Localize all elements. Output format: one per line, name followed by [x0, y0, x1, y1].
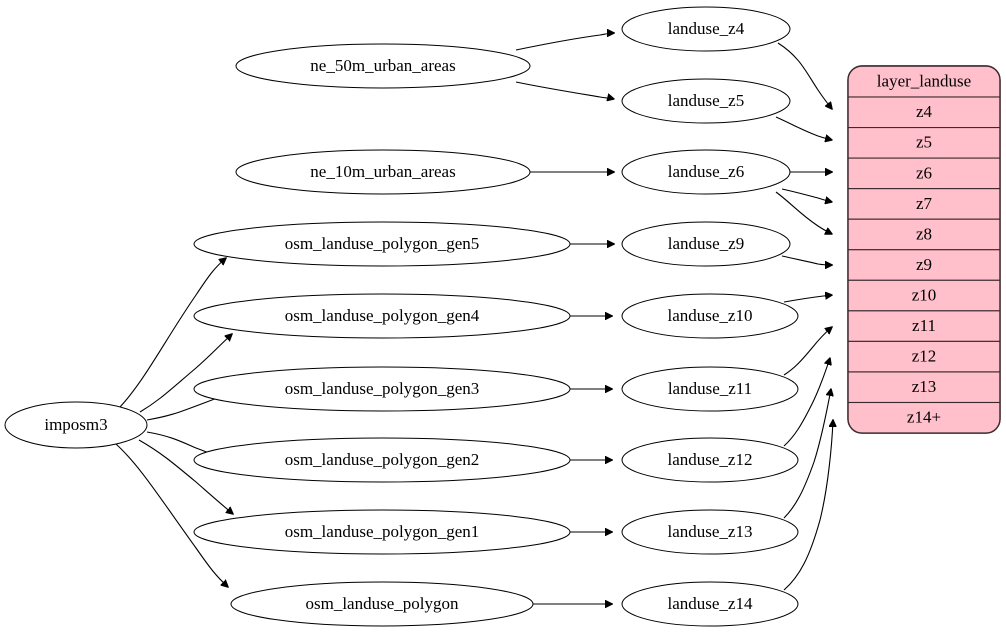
table-header-cell — [848, 66, 1000, 98]
source-node-osm_landuse_polygon_gen3[interactable]: osm_landuse_polygon_gen3 — [193, 366, 571, 412]
source-node-ne_50m_urban_areas[interactable]: ne_50m_urban_areas — [235, 43, 531, 89]
mid-node-landuse_z11[interactable]: landuse_z11 — [621, 366, 799, 412]
table-row-label-z6: z6 — [916, 163, 932, 182]
source-node-imposm3[interactable]: imposm3 — [4, 401, 148, 449]
node-shape-landuse_z12 — [621, 437, 799, 483]
edge-landuse_z9-to-table-z9 — [781, 255, 832, 265]
table-row-label-z7: z7 — [916, 194, 933, 213]
node-shape-landuse_z11 — [621, 366, 799, 412]
source-node-osm_landuse_polygon_gen2[interactable]: osm_landuse_polygon_gen2 — [193, 437, 571, 483]
node-label-osm_landuse_polygon_gen4: osm_landuse_polygon_gen4 — [285, 306, 480, 325]
edge-ne_50m_urban_areas-to-landuse_z4 — [515, 33, 614, 51]
node-label-landuse_z5: landuse_z5 — [668, 91, 744, 110]
node-shape-landuse_z9 — [621, 221, 791, 267]
source-node-ne_10m_urban_areas[interactable]: ne_10m_urban_areas — [235, 149, 531, 195]
edge-landuse_z13-to-table-z13 — [783, 389, 831, 519]
source-node-osm_landuse_polygon_gen1[interactable]: osm_landuse_polygon_gen1 — [193, 509, 571, 555]
node-label-landuse_z9: landuse_z9 — [668, 234, 744, 253]
node-label-imposm3: imposm3 — [44, 415, 107, 434]
table-row-label-z5: z5 — [916, 133, 932, 152]
table-row-label-z14plus: z14+ — [907, 408, 941, 427]
table-row-z6[interactable] — [848, 157, 1000, 190]
edge-landuse_z11-to-table-z11 — [783, 327, 832, 376]
node-shape-osm_landuse_polygon_gen3 — [193, 366, 571, 412]
table-layer-landuse: layer_landuse z4 z5 z6 z7 z8 z9 z10 z11 z12 z13 z14… — [847, 65, 1001, 434]
node-label-landuse_z6: landuse_z6 — [668, 162, 744, 181]
table-row-label-z8: z8 — [916, 224, 932, 243]
source-node-osm_landuse_polygon_gen5[interactable]: osm_landuse_polygon_gen5 — [193, 221, 571, 267]
edge-landuse_z12-to-table-z12 — [783, 358, 830, 447]
edge-imposm3-to-osm_landuse_polygon_gen1 — [138, 439, 233, 514]
node-shape-osm_landuse_polygon_gen5 — [193, 221, 571, 267]
table-row-label-z9: z9 — [916, 255, 932, 274]
node-label-osm_landuse_polygon_gen3: osm_landuse_polygon_gen3 — [285, 379, 480, 398]
node-label-osm_landuse_polygon_gen5: osm_landuse_polygon_gen5 — [285, 234, 480, 253]
node-label-landuse_z10: landuse_z10 — [668, 306, 753, 325]
table-row-label-z4: z4 — [916, 102, 933, 121]
node-label-osm_landuse_polygon_gen2: osm_landuse_polygon_gen2 — [285, 450, 480, 469]
node-label-landuse_z13: landuse_z13 — [668, 522, 753, 541]
node-shape-ne_10m_urban_areas — [235, 149, 531, 195]
table-row-label-z10: z10 — [912, 285, 937, 304]
nodes-layer: imposm3 ne_50m_urban_areas ne_10m_urban_ar… — [4, 6, 799, 627]
node-shape-ne_50m_urban_areas — [235, 43, 531, 89]
node-shape-imposm3 — [4, 401, 148, 449]
source-node-osm_landuse_polygon[interactable]: osm_landuse_polygon — [230, 581, 534, 627]
edge-landuse_z10-to-table-z10 — [783, 295, 832, 303]
edge-landuse_z6-to-table-z7 — [781, 188, 832, 202]
mid-node-landuse_z12[interactable]: landuse_z12 — [621, 437, 799, 483]
edge-ne_50m_urban_areas-to-landuse_z5 — [515, 81, 614, 99]
edge-imposm3-to-osm_landuse_polygon — [115, 443, 228, 587]
mid-node-landuse_z4[interactable]: landuse_z4 — [621, 6, 791, 52]
edge-imposm3-to-osm_landuse_polygon_gen4 — [139, 334, 232, 413]
table-row-z13[interactable] — [848, 371, 1000, 404]
node-shape-osm_landuse_polygon_gen2 — [193, 437, 571, 483]
edge-imposm3-to-osm_landuse_polygon_gen5 — [119, 258, 226, 408]
table-row-label-z11: z11 — [912, 316, 936, 335]
mid-node-landuse_z10[interactable]: landuse_z10 — [621, 293, 799, 339]
node-shape-osm_landuse_polygon — [230, 581, 534, 627]
node-label-landuse_z11: landuse_z11 — [668, 379, 752, 398]
node-label-osm_landuse_polygon: osm_landuse_polygon — [306, 594, 459, 613]
node-shape-landuse_z6 — [621, 149, 791, 195]
node-shape-landuse_z13 — [621, 509, 799, 555]
edges-layer — [115, 33, 833, 604]
node-shape-landuse_z14 — [621, 581, 799, 627]
node-shape-landuse_z5 — [621, 78, 791, 124]
table-row-label-z13: z13 — [912, 377, 937, 396]
source-node-osm_landuse_polygon_gen4[interactable]: osm_landuse_polygon_gen4 — [193, 293, 571, 339]
mid-node-landuse_z9[interactable]: landuse_z9 — [621, 221, 791, 267]
node-label-ne_50m_urban_areas: ne_50m_urban_areas — [310, 56, 455, 75]
mid-node-landuse_z13[interactable]: landuse_z13 — [621, 509, 799, 555]
edge-landuse_z4-to-table-z4 — [777, 42, 832, 109]
table-row-label-z12: z12 — [912, 347, 937, 366]
mid-node-landuse_z5[interactable]: landuse_z5 — [621, 78, 791, 124]
edge-landuse_z14-to-table-z14+ — [783, 420, 833, 591]
node-label-landuse_z12: landuse_z12 — [668, 450, 753, 469]
node-shape-osm_landuse_polygon_gen1 — [193, 509, 571, 555]
table-row-z14plus[interactable] — [848, 401, 1000, 434]
node-shape-osm_landuse_polygon_gen4 — [193, 293, 571, 339]
mid-node-landuse_z14[interactable]: landuse_z14 — [621, 581, 799, 627]
mid-node-landuse_z6[interactable]: landuse_z6 — [621, 149, 791, 195]
node-label-ne_10m_urban_areas: ne_10m_urban_areas — [310, 162, 455, 181]
table-row-z7[interactable] — [848, 188, 1000, 220]
node-label-landuse_z14: landuse_z14 — [668, 594, 753, 613]
node-label-landuse_z4: landuse_z4 — [668, 19, 745, 38]
node-shape-landuse_z10 — [621, 293, 799, 339]
node-shape-landuse_z4 — [621, 6, 791, 52]
edge-landuse_z5-to-table-z5 — [775, 116, 832, 140]
table-header-label: layer_landuse — [877, 71, 971, 90]
table-row-z11[interactable] — [848, 310, 1000, 342]
node-label-osm_landuse_polygon_gen1: osm_landuse_polygon_gen1 — [285, 522, 480, 541]
table-outline — [847, 65, 1001, 434]
edge-landuse_z6-to-table-z8 — [775, 191, 832, 234]
